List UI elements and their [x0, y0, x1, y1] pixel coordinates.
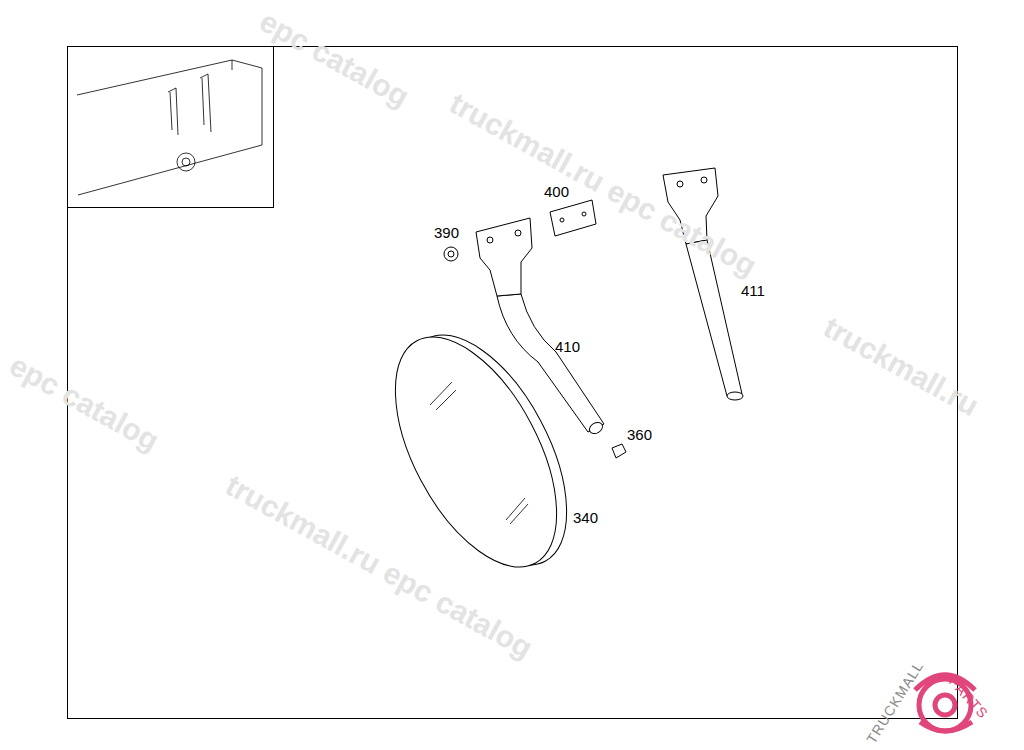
callout-number: 410: [555, 339, 580, 354]
watermark: epc catalog: [5, 350, 164, 456]
callout-number: 411: [741, 283, 765, 298]
arm-410-plate: [476, 218, 532, 296]
inset-frame: [68, 47, 274, 208]
plate-400: [550, 200, 596, 236]
watermark: epc catalog: [255, 6, 414, 112]
watermark: truckmall.ru: [819, 312, 984, 421]
nut-390: [444, 247, 458, 261]
arm-410: [497, 294, 604, 432]
callout-number: 400: [544, 184, 569, 199]
callout-number: 390: [434, 225, 459, 240]
callout-number: 340: [573, 510, 598, 525]
frame: [68, 47, 958, 719]
screw-360: [612, 444, 626, 458]
mirror-glass: [362, 312, 590, 593]
inset-beam: [77, 60, 262, 195]
logo-text: TRUCKMALL: [864, 659, 926, 746]
callout-number: 360: [627, 427, 652, 442]
